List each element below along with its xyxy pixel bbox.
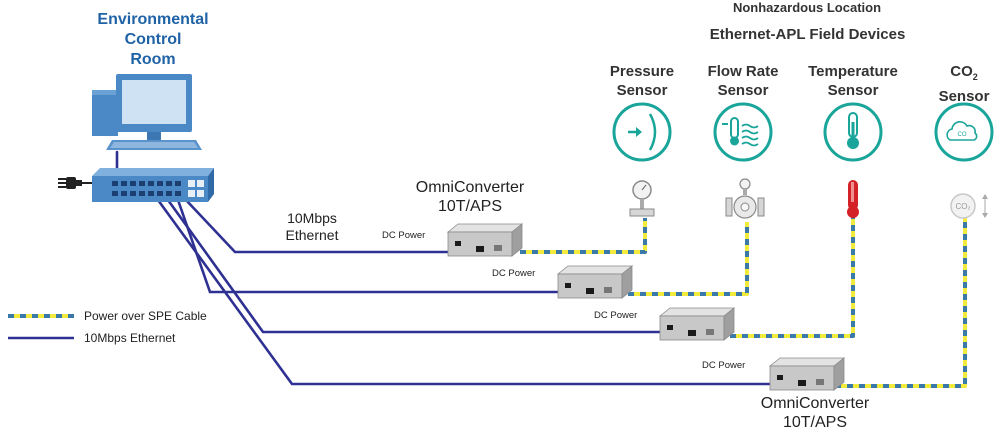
temperature-probe-icon: [847, 180, 859, 218]
temperature-sensor-circle: [823, 102, 883, 162]
co2-subscript: 2: [972, 72, 978, 82]
ethernet-label-line-2: Ethernet: [285, 227, 339, 243]
control-room-line-1: Environmental: [97, 11, 209, 28]
spe-cables: [8, 212, 967, 388]
legend-spe-label: Power over SPE Cable: [84, 309, 207, 323]
computer-icon: [92, 74, 202, 150]
converter-bottom-title: OmniConverter 10T/APS: [745, 394, 885, 432]
ethernet-label-line-1: 10Mbps: [287, 210, 337, 226]
flow-sensor-circle: [713, 102, 773, 162]
converter-bottom-line-1: OmniConverter: [760, 395, 870, 412]
converter-top-title: OmniConverter 10T/APS: [400, 178, 540, 216]
network-switch-icon: [92, 168, 214, 202]
converter-top-line-1: OmniConverter: [415, 179, 525, 196]
co2-sensor-title: CO2 Sensor: [919, 62, 1000, 106]
pressure-gauge-icon: [629, 180, 655, 217]
pressure-sensor-line-2: Sensor: [616, 82, 668, 99]
pressure-sensor-circle: [612, 102, 672, 162]
co2-text: CO: [950, 63, 973, 80]
co2-detector-label: CO₂: [955, 202, 970, 211]
dc-power-label-1: DC Power: [382, 230, 426, 241]
ethernet-label: 10Mbps Ethernet: [272, 210, 352, 244]
flow-sensor-line-1: Flow Rate: [707, 63, 779, 80]
ethernet-cables: [115, 150, 774, 386]
co2-detector-icon: CO₂: [950, 193, 988, 219]
control-room-line-3: Room: [130, 51, 176, 68]
flow-meter-icon: [725, 178, 765, 219]
power-plug-icon: [58, 177, 92, 189]
flow-sensor-title: Flow Rate Sensor: [698, 62, 788, 100]
converter-4: [768, 357, 846, 391]
control-room-line-2: Control: [124, 31, 182, 48]
co2-sensor-line-2: Sensor: [938, 88, 990, 105]
dc-power-label-3: DC Power: [594, 310, 638, 321]
converter-3: [658, 307, 736, 341]
co2-sensor-circle: CO: [934, 102, 994, 162]
ethernet-cable-3: [166, 198, 664, 334]
location-label: Nonhazardous Location: [732, 0, 882, 15]
ethernet-cable-1: [184, 198, 452, 254]
control-room-title: Environmental Control Room: [88, 10, 218, 70]
dc-power-label-4: DC Power: [702, 360, 746, 371]
converter-top-line-2: 10T/APS: [437, 198, 503, 215]
temperature-sensor-line-1: Temperature: [808, 63, 898, 80]
flow-sensor-line-2: Sensor: [717, 82, 769, 99]
converter-bottom-line-2: 10T/APS: [782, 414, 848, 431]
temperature-sensor-line-2: Sensor: [827, 82, 879, 99]
field-devices-title: Ethernet-APL Field Devices: [709, 26, 906, 43]
temperature-sensor-title: Temperature Sensor: [798, 62, 908, 100]
ethernet-cable-4: [156, 198, 774, 386]
co2-sensor-line-1: CO2: [919, 62, 1000, 87]
pressure-sensor-line-1: Pressure: [609, 63, 675, 80]
svg-text:CO: CO: [958, 132, 967, 138]
converter-1: [446, 223, 524, 257]
converter-2: [556, 265, 634, 299]
pressure-sensor-title: Pressure Sensor: [597, 62, 687, 100]
dc-power-label-2: DC Power: [492, 268, 536, 279]
legend-ethernet-label: 10Mbps Ethernet: [84, 331, 176, 345]
